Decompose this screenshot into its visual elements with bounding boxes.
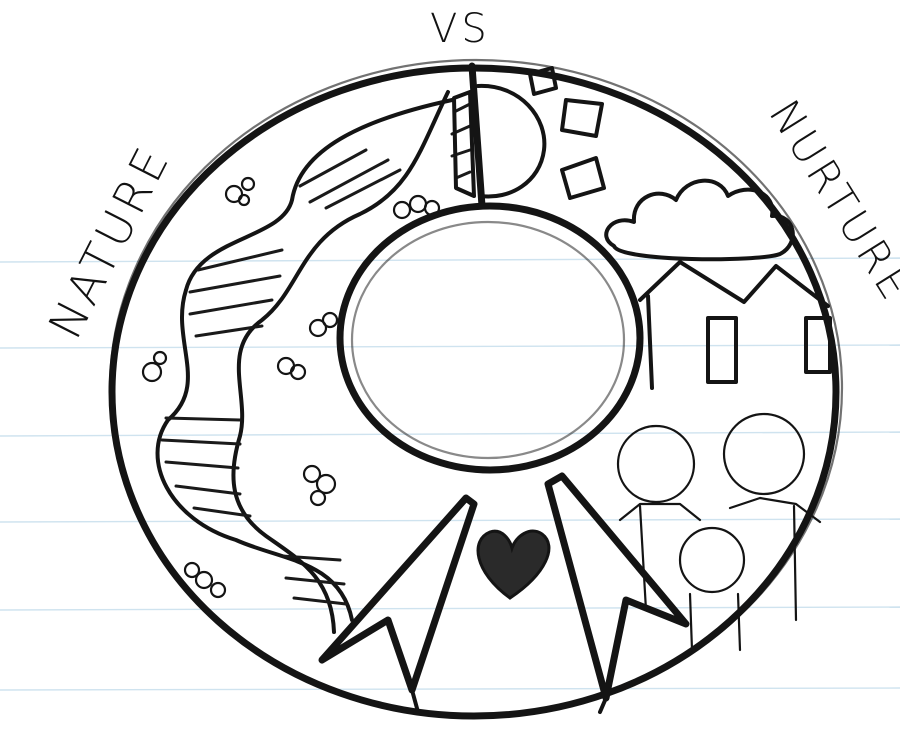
nature-label: NATURE xyxy=(38,136,181,347)
notebook-ruled-lines xyxy=(0,258,900,690)
nurture-label: NURTURE xyxy=(760,91,900,311)
center-circle xyxy=(340,206,640,470)
vs-label: VS xyxy=(430,6,491,52)
dna-helix-icon xyxy=(158,92,452,632)
cloud-icon xyxy=(606,181,793,260)
house-icon xyxy=(640,262,830,388)
family-people-icon xyxy=(618,414,820,650)
heart-icon xyxy=(478,531,549,598)
